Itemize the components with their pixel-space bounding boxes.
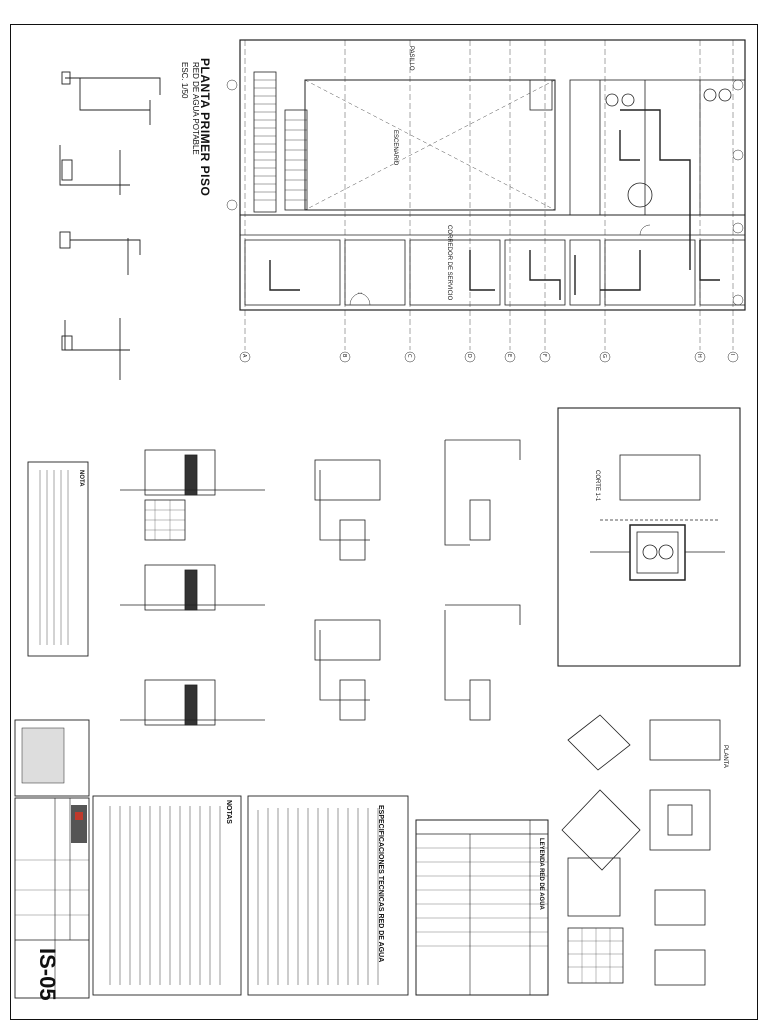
grid-axis-label: B	[341, 354, 347, 358]
legend-heading: LEYENDA RED DE AGUA	[538, 838, 544, 910]
grid-axis-label: A	[241, 354, 247, 358]
grid-axis-label: D	[466, 354, 472, 358]
drawing-sheet	[10, 24, 758, 1020]
grid-axis-label: H	[696, 354, 702, 358]
note-small-heading: NOTA	[78, 470, 84, 487]
meter-detail-box	[557, 407, 741, 667]
floor-plan	[226, 39, 746, 363]
legend-table	[415, 819, 549, 996]
left-isometric-details	[59, 71, 161, 380]
plan-title: PLANTA PRIMER PISO	[198, 58, 212, 197]
grid-axis-label: I	[729, 354, 735, 356]
detail-cut-label: CORTE 1-1	[594, 470, 600, 502]
foyer-label: ESCENARIO	[392, 130, 398, 166]
grid-axis-label: G	[601, 354, 607, 358]
detail-plan-label: PLANTA	[722, 745, 728, 768]
specs-heading: ESPECIFICACIONES TECNICAS RED DE AGUA	[377, 805, 384, 963]
title-block	[14, 719, 90, 999]
plan-scale: ESC. 1/50	[180, 62, 189, 99]
valve-box-details	[561, 714, 721, 986]
grid-axis-label: C	[406, 354, 412, 358]
notes-box	[92, 795, 242, 996]
note-box	[27, 461, 89, 657]
section-details	[120, 439, 521, 726]
notes-heading: NOTAS	[225, 800, 232, 824]
sheet-number: IS-05	[35, 948, 60, 1001]
specs-box	[247, 795, 409, 996]
grid-axis-label: E	[506, 354, 512, 358]
grid-axis-label: F	[541, 354, 547, 357]
corridor-label: CORREDOR DE SERVICIO	[446, 225, 452, 301]
stage-label: PASILLO	[408, 46, 414, 71]
plan-subtitle: RED DE AGUA POTABLE	[191, 62, 200, 155]
